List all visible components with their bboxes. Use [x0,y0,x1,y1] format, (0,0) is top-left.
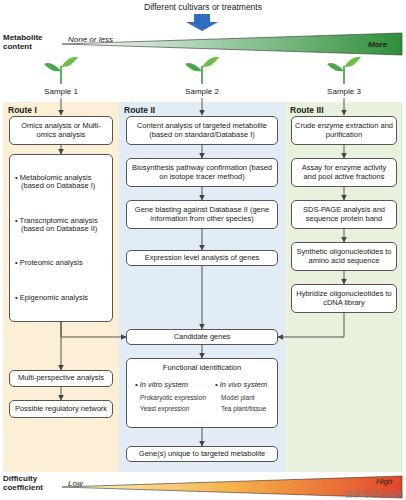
plant-leaf [61,57,78,67]
box-text: SDS-PAGE analysis and sequence protein b… [295,206,393,223]
route-title: Route I [8,105,37,115]
scale-label: Low [68,479,83,488]
plant-icon [327,57,361,84]
down-arrow [186,14,218,31]
sample-label: Sample 1 [31,87,91,96]
process-box: Crude enzyme extraction and purification [291,116,397,145]
box-text: • In vivo system [215,381,267,389]
content-wedge [62,33,402,55]
box-text: Gene blasting against Database II (gene … [130,206,274,223]
box-text: Synthetic oligonucleotides to amino acid… [295,248,393,265]
plant-stem [201,66,203,84]
box-text: Model plant [221,394,255,401]
candidate-box: Candidate genes [126,329,278,345]
process-box: Multi-perspective analysis [9,370,113,387]
plant-icon [185,57,219,84]
box-text: Possible regulatory network [15,405,107,414]
sample-label: Sample 3 [314,87,374,96]
box-text: Omics analysis or Multi-omics analysis [13,122,109,139]
process-box: Hybridize oligonucleotides to cDNA libra… [291,284,397,313]
box-text: Gene(s) unique to targeted metabolite [139,450,265,459]
axis-title: Metabolite content [3,33,59,51]
process-box: Content analysis of targeted metabolite … [126,116,278,145]
process-box: Assay for enzyme activity and pool activ… [291,158,397,187]
process-box: Synthetic oligonucleotides to amino acid… [291,242,397,271]
process-box: SDS-PAGE analysis and sequence protein b… [291,200,397,229]
plant-leaf [185,63,202,71]
box-text: Biosynthesis pathway confirmation (based… [130,164,274,181]
box-text: • Epigenomic analysis [15,294,107,303]
process-box: Biosynthesis pathway confirmation (based… [126,158,278,187]
box-text: • In vitro system [135,381,188,389]
box-text: Hybridize oligonucleotides to cDNA libra… [295,290,393,307]
plant-leaf [344,57,361,67]
box-text: Tea plant/tissue [221,405,266,412]
box-text: Crude enzyme extraction and purification [295,122,393,139]
box-text: • Metabolomic analysis (based on Databas… [15,174,107,191]
plant-stem [60,66,62,84]
route-band: Route II Content analysis of targeted met… [119,102,285,472]
box-text: • Transcriptomic analysis (based on Data… [15,217,107,234]
route-title: Route II [124,105,155,115]
plant-leaf [44,63,61,71]
result-box: Possible regulatory network [9,400,113,418]
scale-label: None or less [68,35,113,44]
process-box: Omics analysis or Multi-omics analysis [9,116,113,145]
plant-icon [44,57,78,84]
route-title: Route III [290,105,324,115]
plant-leaf [327,63,344,71]
box-text: Candidate genes [174,333,231,342]
box-text: Yeast expression [140,405,189,412]
box-text: Expression level analysis of genes [145,254,260,263]
route-band: Route I Omics analysis or Multi-omics ana… [3,102,119,472]
scale-label: High [376,477,392,486]
sample-label: Sample 2 [172,87,232,96]
box-text: Assay for enzyme activity and pool activ… [295,164,393,181]
top-caption: Different cultivars or treatments [103,3,303,13]
result-box: Gene(s) unique to targeted metabolite [126,446,278,462]
axis-title: Difficulty coefficient [3,474,59,492]
omics-list-box: • Metabolomic analysis (based on Databas… [9,154,113,322]
plant-stem [343,66,345,84]
process-box: Gene blasting against Database II (gene … [126,200,278,229]
route-band: Route III Crude enzyme extraction and pur… [285,102,403,472]
box-text: Multi-perspective analysis [18,374,104,383]
box-text: Functional identification [127,364,277,372]
plant-leaf [202,57,219,67]
box-text: Prokaryotic expression [140,394,206,401]
box-text: • Proteomic analysis [15,259,107,268]
scale-label: More [368,40,387,49]
box-text: Content analysis of targeted metabolite … [130,122,274,139]
watermark: 百家号/茶与生物 [290,490,403,499]
identification-box: Functional identification • In vitro syst… [126,358,278,428]
process-box: Expression level analysis of genes [126,250,278,266]
